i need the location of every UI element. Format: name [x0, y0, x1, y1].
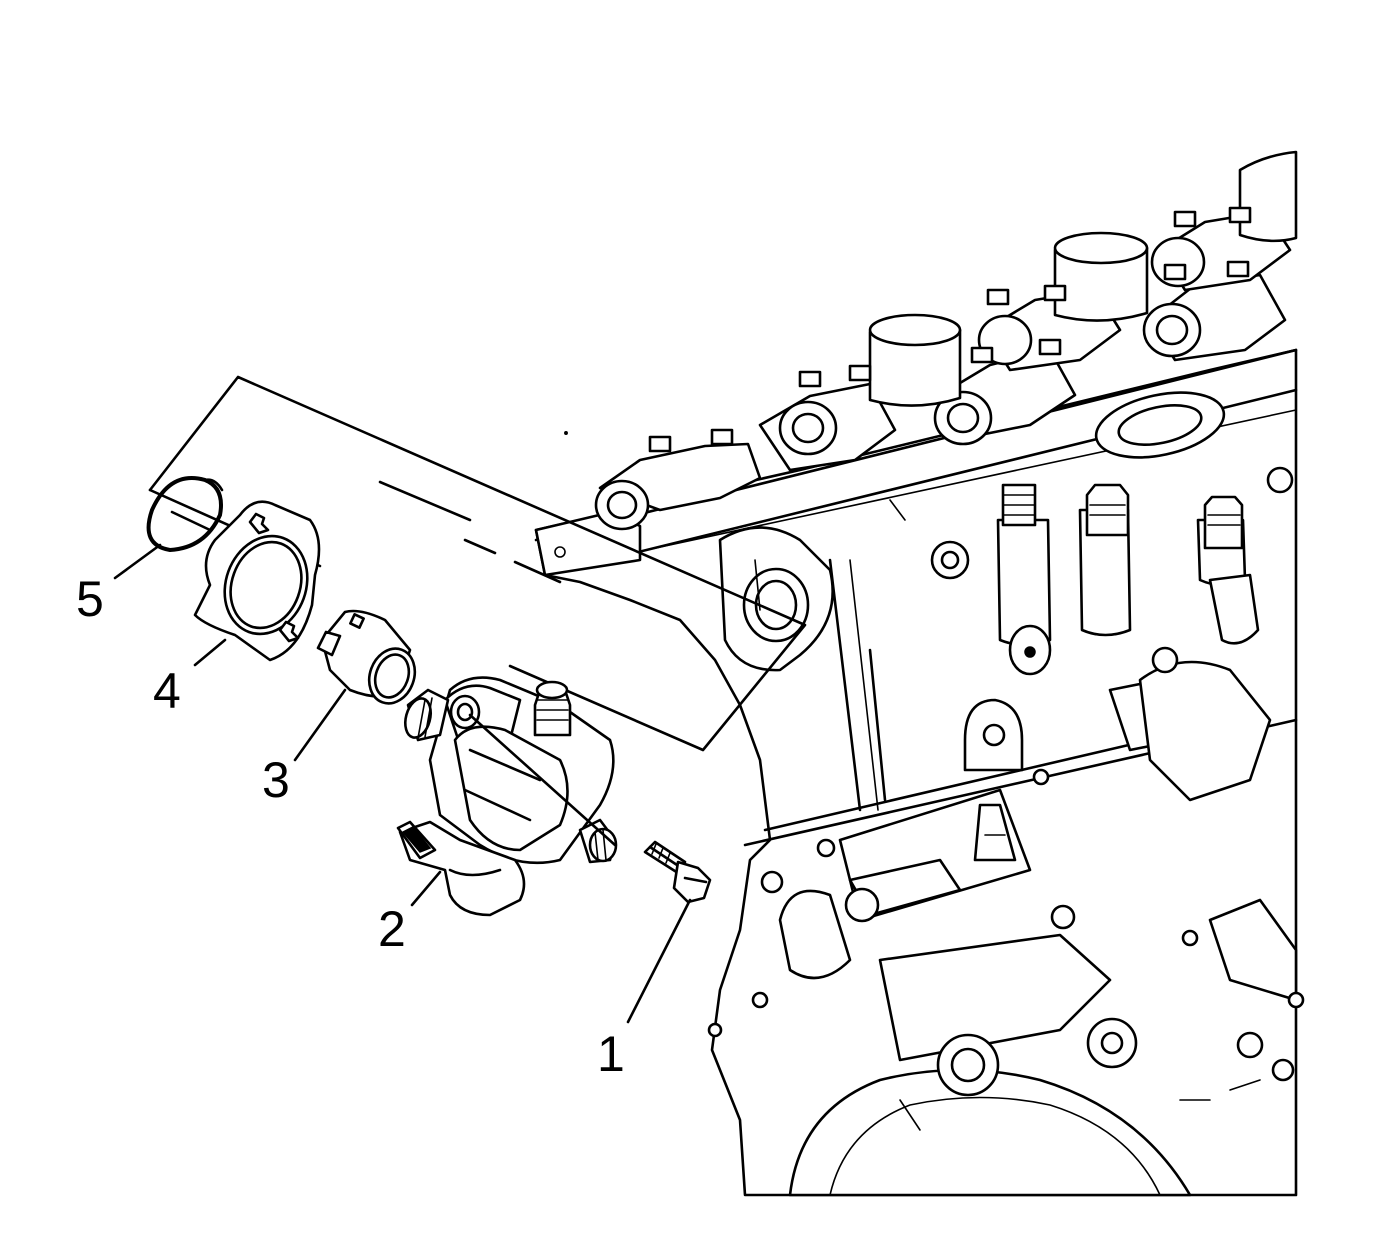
leader-4	[193, 638, 227, 667]
speck	[564, 431, 568, 435]
pump-follower	[316, 609, 417, 705]
leader-3	[293, 688, 347, 762]
pump-mount-boss	[718, 526, 834, 672]
engine-block	[534, 150, 1305, 1197]
cylinder-tubes	[868, 150, 1298, 407]
leader-1	[626, 898, 692, 1024]
leader-5	[113, 543, 162, 580]
callout-3: 3	[262, 752, 290, 808]
leader-lines	[113, 543, 692, 1024]
camshaft-towers	[594, 210, 1292, 531]
block-front-face	[707, 499, 1305, 1197]
retaining-ring	[146, 476, 224, 552]
callout-4: 4	[153, 663, 181, 719]
follower-guide	[193, 500, 321, 662]
fuel-injectors	[996, 483, 1260, 676]
leader-2	[410, 870, 442, 907]
bolt	[643, 840, 712, 904]
callout-1: 1	[597, 1026, 625, 1082]
callout-2: 2	[378, 901, 406, 957]
fuel-pump	[396, 676, 618, 917]
callout-5: 5	[76, 571, 104, 627]
tower-bolts	[648, 206, 1252, 453]
callout-numbers: 5 4 3 2 1	[76, 571, 625, 1082]
